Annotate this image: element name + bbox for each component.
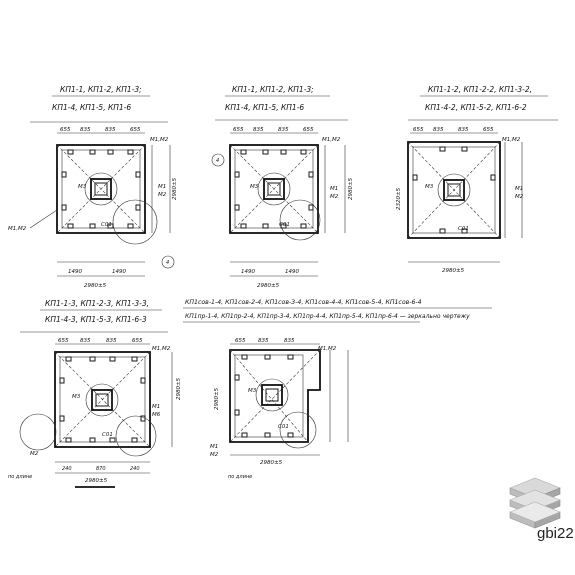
block-1-total: 2980±5	[84, 283, 107, 289]
block-1-dim-655b: 655	[130, 127, 141, 133]
block-5-dim-835a: 835	[258, 338, 269, 344]
block-1-label-m3: М3	[78, 184, 87, 190]
block-1-label-m2: М2	[158, 192, 167, 198]
block-5-label-m2: М2	[210, 452, 219, 458]
block-2-title1: КП1-1, КП1-2, КП1-3;	[232, 85, 314, 94]
block-3-label-m12: М1,М2	[502, 137, 521, 143]
block-4-dim-835a: 835	[80, 338, 91, 344]
block-5-title1: КП1сов-1-4, КП1сов-2-4, КП1сов-3-4, КП1с…	[185, 299, 422, 306]
block-5-dim-835b: 835	[284, 338, 295, 344]
block-4-dim-655b: 655	[132, 338, 143, 344]
block-2-side-total: 2980±5	[348, 177, 354, 200]
block-5-total: 2980±5	[260, 460, 283, 466]
block-3-total: 2980±5	[442, 268, 465, 274]
block-5-dim-655a: 655	[235, 338, 246, 344]
block-1-label-m1: М1	[158, 184, 166, 190]
block-3: КП1-1-2, КП1-2-2, КП1-3-2, КП1-4-2, КП1-…	[396, 85, 558, 274]
block-2-dim-1490b: 1490	[285, 269, 299, 275]
block-5-label-c01: С01	[278, 424, 289, 430]
block-1-dim-835a: 835	[80, 127, 91, 133]
block-1-dim-1490a: 1490	[68, 269, 82, 275]
block-1: КП1-1, КП1-2, КП1-3; КП1-4, КП1-5, КП1-6…	[8, 85, 178, 289]
block-2-dim-1490a: 1490	[241, 269, 255, 275]
block-3-dim-655a: 655	[413, 127, 424, 133]
block-5-note: по длине	[228, 474, 252, 480]
block-2-dim-835b: 835	[278, 127, 289, 133]
block-5-label-m3: М3	[248, 388, 257, 394]
block-3-label-m3: М3	[425, 184, 434, 190]
block-5-side-total: 2980±5	[214, 387, 220, 410]
block-4: КП1-1-3, КП1-2-3, КП1-3-3, КП1-4-3, КП1-…	[8, 299, 182, 488]
block-4-label-m2: М2	[30, 451, 39, 457]
block-2: КП1-1, КП1-2, КП1-3; КП1-4, КП1-5, КП1-6…	[211, 85, 354, 289]
block-4-note: по длине	[8, 474, 32, 480]
block-1-label-c01: С01	[101, 222, 112, 228]
block-3-label-m2: М2	[515, 194, 524, 200]
block-2-dim-835a: 835	[253, 127, 264, 133]
block-1-title1: КП1-1, КП1-2, КП1-3;	[60, 85, 142, 94]
block-1-label-m12: М1,М2	[150, 137, 169, 143]
block-3-side-total: 2320±5	[396, 187, 402, 210]
block-2-label-m12: М1,М2	[322, 137, 341, 143]
block-4-title2: КП1-4-3, КП1-5-3, КП1-6-3	[45, 315, 147, 324]
block-2-title2: КП1-4, КП1-5, КП1-6	[225, 103, 304, 112]
block-1-side-total: 2980±5	[172, 177, 178, 200]
block-2-dim-655b: 655	[303, 127, 314, 133]
block-4-label-m3: М3	[72, 394, 81, 400]
block-1-title2: КП1-4, КП1-5, КП1-6	[52, 103, 131, 112]
block-4-side-total: 2980±5	[176, 377, 182, 400]
block-3-label-c01: С01	[458, 226, 469, 232]
block-3-dim-835b: 835	[458, 127, 469, 133]
block-1-mark: 4	[166, 260, 169, 266]
block-2-label-c01: С01	[279, 222, 290, 228]
block-2-mark: 4	[216, 158, 219, 164]
logo-icon	[509, 477, 561, 529]
block-2-label-m3: М3	[250, 184, 259, 190]
watermark: gbi22.ru	[537, 525, 575, 542]
block-5-label-m12: М1,М2	[318, 346, 337, 352]
block-5-label-m1: М1	[210, 444, 218, 450]
block-3-title2: КП1-4-2, КП1-5-2, КП1-6-2	[425, 103, 527, 112]
block-4-label-c01: С01	[102, 432, 113, 438]
block-1-dim-835b: 835	[105, 127, 116, 133]
block-4-dim-870: 870	[96, 466, 106, 472]
block-4-dim-655a: 655	[58, 338, 69, 344]
block-3-label-m1: М1	[515, 186, 523, 192]
block-4-total: 2980±5	[85, 478, 108, 484]
block-2-total: 2980±5	[257, 283, 280, 289]
block-1-label-side: М1,М2	[8, 226, 27, 232]
block-4-title1: КП1-1-3, КП1-2-3, КП1-3-3,	[45, 299, 149, 308]
block-2-label-m2: М2	[330, 194, 339, 200]
block-1-dim-1490b: 1490	[112, 269, 126, 275]
block-4-label-m12: М1,М2	[152, 346, 171, 352]
block-5-title2: КП1пр-1-4, КП1пр-2-4, КП1пр-3-4, КП1пр-4…	[185, 313, 470, 320]
block-1-dim-655a: 655	[60, 127, 71, 133]
block-4-dim-835b: 835	[106, 338, 117, 344]
block-4-dim-240a: 240	[62, 466, 72, 472]
block-4-label-m6: М6	[152, 412, 161, 418]
block-5: КП1сов-1-4, КП1сов-2-4, КП1сов-3-4, КП1с…	[183, 299, 492, 480]
block-2-dim-655a: 655	[233, 127, 244, 133]
block-3-dim-835a: 835	[433, 127, 444, 133]
block-2-label-m1: М1	[330, 186, 338, 192]
block-3-title1: КП1-1-2, КП1-2-2, КП1-3-2,	[428, 85, 532, 94]
block-3-dim-655b: 655	[483, 127, 494, 133]
block-4-dim-240b: 240	[130, 466, 140, 472]
block-4-label-m1: М1	[152, 404, 160, 410]
